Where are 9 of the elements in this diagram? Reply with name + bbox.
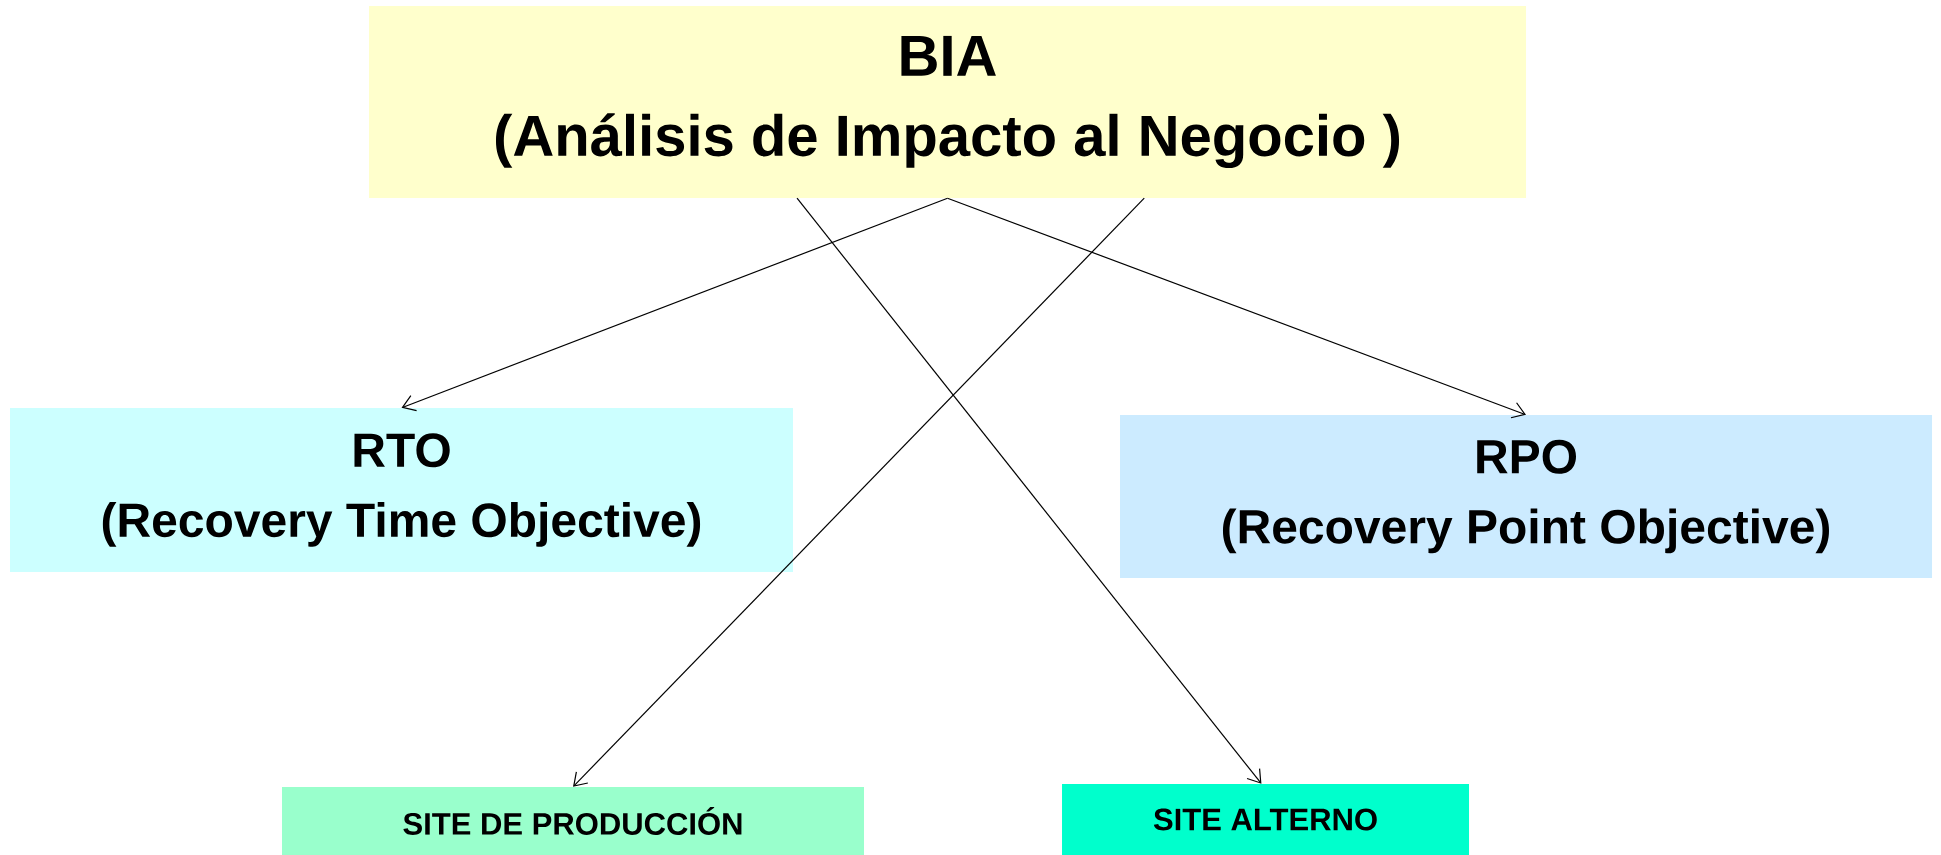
text-box: SITE DE PRODUCCIÓN — [282, 787, 864, 855]
text-box: RTO (Recovery Time Objective) — [10, 408, 793, 572]
text-box: SITE ALTERNO — [1062, 784, 1469, 855]
arrow — [401, 197, 949, 412]
text-box: BIA (Análisis de Impacto al Negocio ) — [369, 6, 1526, 198]
text-box: RPO (Recovery Point Objective) — [1120, 415, 1932, 578]
arrow — [796, 197, 1262, 784]
arrow — [946, 197, 1526, 419]
arrow — [573, 197, 1145, 787]
